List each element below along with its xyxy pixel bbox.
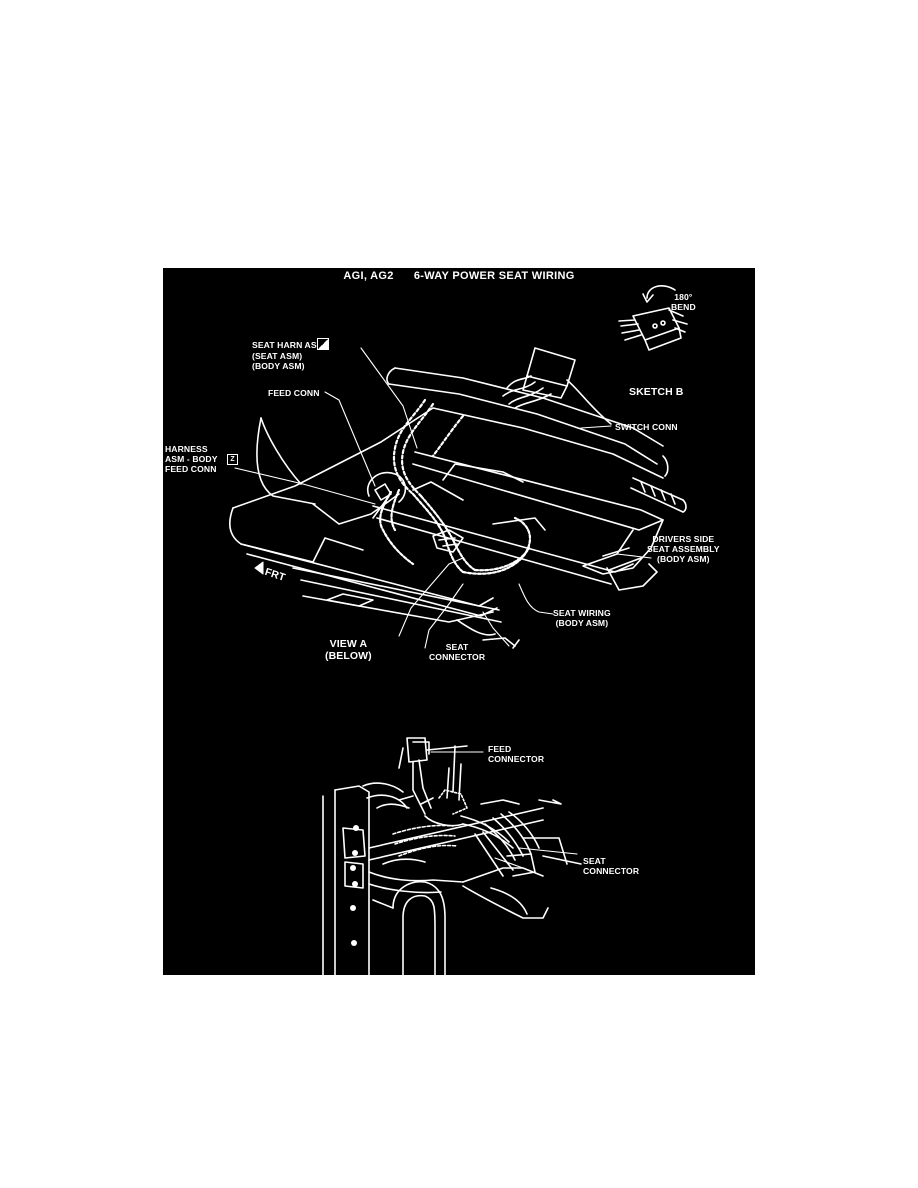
drivers-side-label: DRIVERS SIDE SEAT ASSEMBLY (BODY ASM) [647, 534, 720, 564]
seat-harn-label: SEAT HARN ASM (SEAT ASM) (BODY ASM) [252, 340, 324, 371]
sketch-b-label: SKETCH B [629, 386, 684, 398]
feed-connector-label: FEED CONNECTOR [488, 744, 545, 764]
view-a-leader-lines [430, 751, 578, 869]
harness-marker-icon: Z [227, 454, 238, 465]
switch-connector [502, 347, 612, 425]
seat-connector-top-label: SEAT CONNECTOR [429, 642, 486, 662]
view-a-label: VIEW A (BELOW) [325, 638, 372, 662]
sketch-b-connector [618, 285, 688, 351]
feed-conn-label: FEED CONN [268, 388, 320, 398]
bend-label: 180° BEND [671, 292, 696, 312]
front-arrow-icon [254, 561, 264, 575]
seat-frame [228, 367, 687, 649]
seat-connector-bottom-label: SEAT CONNECTOR [583, 856, 640, 876]
wiring-diagram-figure: AGI, AG2 6-WAY POWER SEAT WIRING 180° BE… [163, 268, 755, 975]
seat-harness-bundle [379, 398, 532, 575]
diagram-linework [228, 285, 688, 975]
view-a-detail [322, 737, 582, 975]
diagram-title: AGI, AG2 6-WAY POWER SEAT WIRING [343, 270, 575, 282]
feed-conn-loop [366, 471, 464, 553]
switch-conn-label: SWITCH CONN [615, 422, 678, 432]
seat-harn-marker-icon [317, 338, 329, 350]
top-leader-lines [234, 347, 652, 649]
harness-body-feed-label: HARNESS ASM - BODY FEED CONN [165, 444, 218, 474]
seat-wiring-label: SEAT WIRING (BODY ASM) [553, 608, 611, 628]
